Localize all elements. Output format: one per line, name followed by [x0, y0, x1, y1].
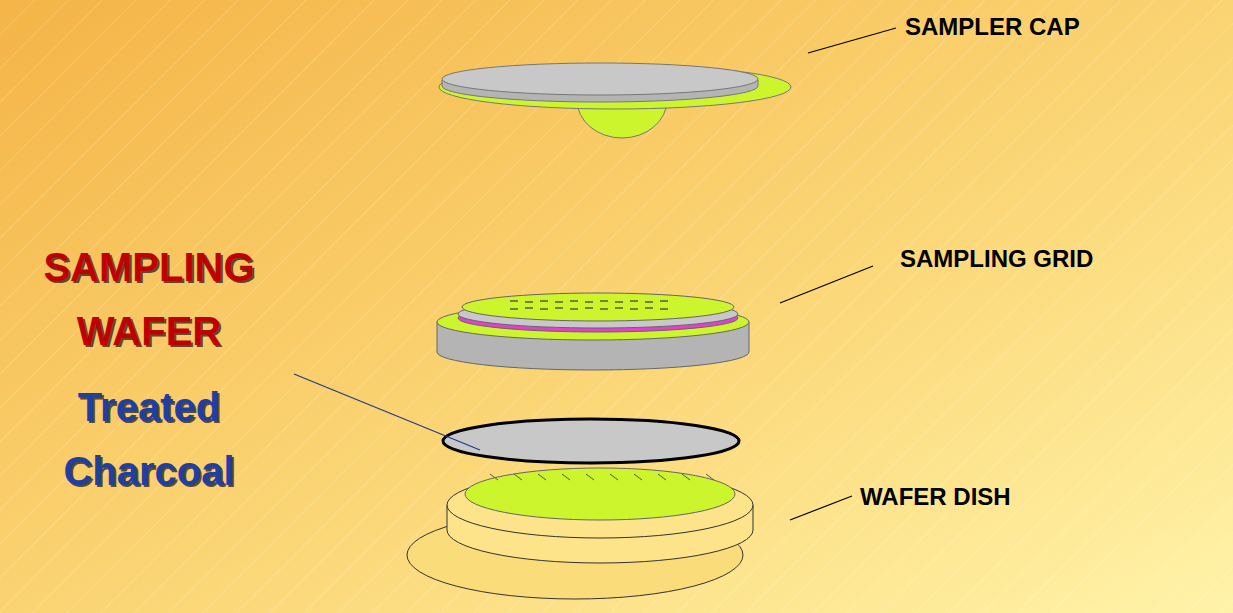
callout-title: SAMPLING WAFER: [14, 235, 284, 363]
part-label: WAFER DISH: [860, 484, 1011, 510]
wafer-dish: [407, 468, 753, 599]
leader-lines: [294, 28, 896, 520]
sampling-wafer: [443, 419, 739, 463]
sampler-cap: [439, 63, 791, 138]
callout-subtitle: Treated Charcoal: [14, 375, 284, 503]
sampling-grid: [437, 293, 749, 370]
part-label: SAMPLING GRID: [900, 246, 1093, 272]
part-label: SAMPLER CAP: [905, 14, 1080, 40]
